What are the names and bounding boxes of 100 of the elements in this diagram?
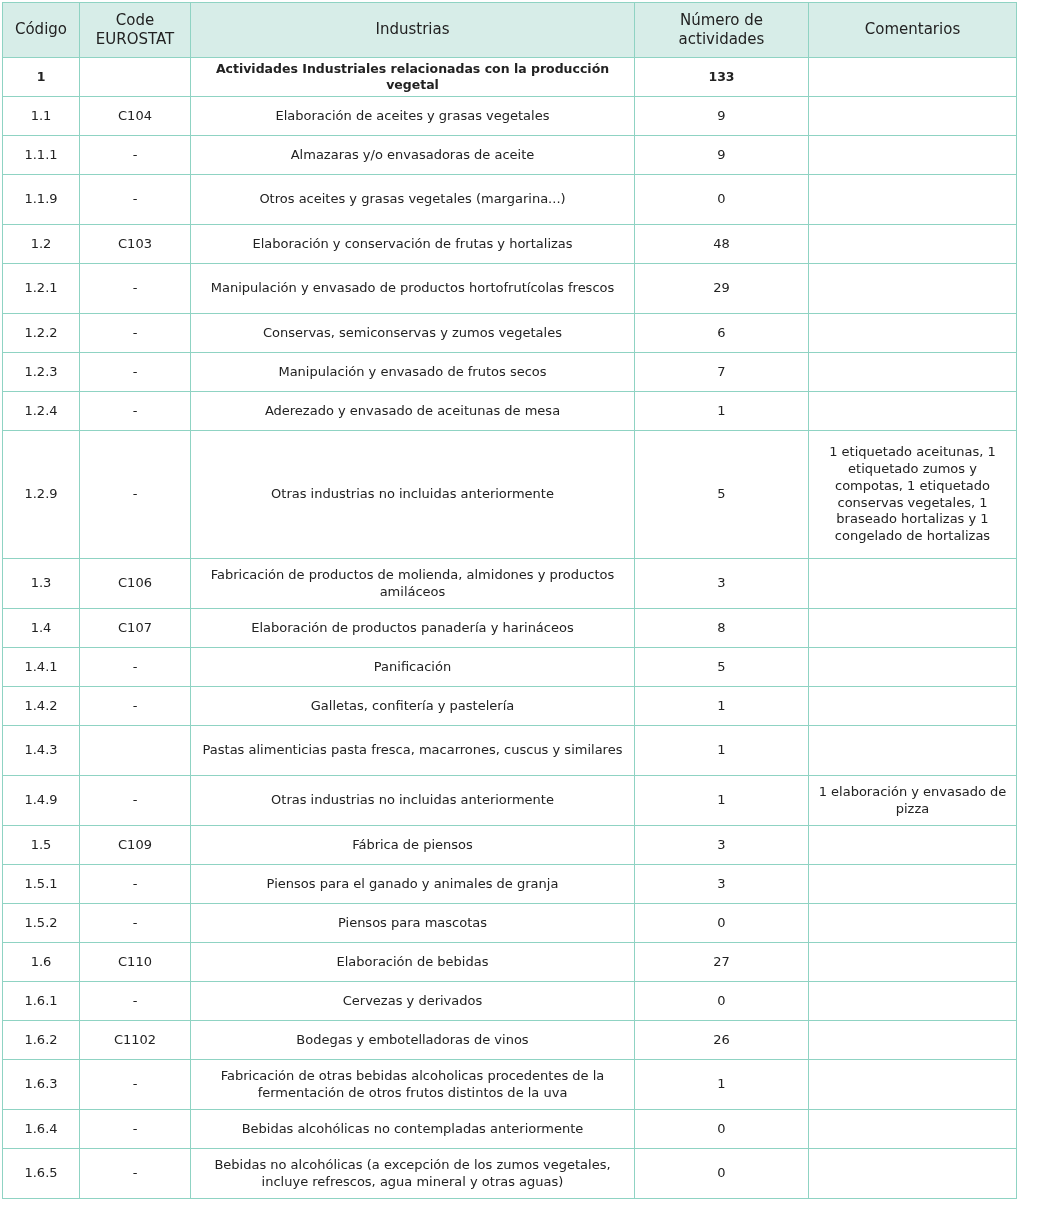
table-cell: 9	[634, 135, 809, 175]
table-cell: 29	[634, 263, 809, 314]
table-cell: Conservas, semiconservas y zumos vegetales	[190, 313, 635, 353]
table-cell: 0	[634, 903, 809, 943]
table-cell: -	[79, 686, 191, 726]
table-cell: C106	[79, 558, 191, 609]
table-cell: Pastas alimenticias pasta fresca, macarrones, cuscus y similares	[190, 725, 635, 776]
table-cell: 5	[634, 647, 809, 687]
table-cell: 1	[634, 391, 809, 431]
table-cell: Aderezado y envasado de aceitunas de mesa	[190, 391, 635, 431]
table-cell: C1102	[79, 1020, 191, 1060]
table-cell: Fabricación de otras bebidas alcoholicas procedentes de la fermentación de otros frutos distintos de la uva	[190, 1059, 635, 1110]
table-cell: C107	[79, 608, 191, 648]
table-cell: -	[79, 352, 191, 392]
table-cell: 1.2.4	[2, 391, 80, 431]
table-cell: Otras industrias no incluidas anteriormente	[190, 430, 635, 559]
table-cell: Actividades Industriales relacionadas con la producción vegetal	[190, 57, 635, 97]
table-cell: 1	[634, 725, 809, 776]
table-cell: Piensos para mascotas	[190, 903, 635, 943]
table-cell: -	[79, 981, 191, 1021]
table-cell: 1.6.3	[2, 1059, 80, 1110]
table-cell: 7	[634, 352, 809, 392]
table-cell: -	[79, 135, 191, 175]
table-cell: Cervezas y derivados	[190, 981, 635, 1021]
table-cell: 27	[634, 942, 809, 982]
table-cell: 8	[634, 608, 809, 648]
table-cell: -	[79, 903, 191, 943]
table-cell: Galletas, confitería y pastelería	[190, 686, 635, 726]
table-cell: 5	[634, 430, 809, 559]
table-cell: 0	[634, 1109, 809, 1149]
table-cell: 1.5.1	[2, 864, 80, 904]
table-cell: Bebidas no alcohólicas (a excepción de los zumos vegetales, incluye refrescos, agua mineral y otras aguas)	[190, 1148, 635, 1199]
table-cell: Elaboración de bebidas	[190, 942, 635, 982]
table-cell: Otros aceites y grasas vegetales (margarina...)	[190, 174, 635, 225]
table-cell: 1.6.1	[2, 981, 80, 1021]
table-cell: 1.1.1	[2, 135, 80, 175]
table-cell: -	[79, 391, 191, 431]
table-cell: -	[79, 174, 191, 225]
table-cell: 0	[634, 1148, 809, 1199]
table-cell: -	[79, 1059, 191, 1110]
column-header: Número de actividades	[634, 2, 809, 58]
column-header: Code EUROSTAT	[79, 2, 191, 58]
table-cell: C109	[79, 825, 191, 865]
table-cell: 1.2.3	[2, 352, 80, 392]
table-cell: 1.2.1	[2, 263, 80, 314]
table-cell: -	[79, 647, 191, 687]
table-cell: -	[79, 864, 191, 904]
table-cell: 3	[634, 825, 809, 865]
column-header: Industrias	[190, 2, 635, 58]
column-header: Comentarios	[808, 2, 1017, 58]
table-cell: 1.4.2	[2, 686, 80, 726]
column-header: Código	[2, 2, 80, 58]
table-cell: -	[79, 263, 191, 314]
table-cell: 1.2.2	[2, 313, 80, 353]
table-cell: Elaboración de productos panadería y harináceos	[190, 608, 635, 648]
table-cell: 0	[634, 174, 809, 225]
table-cell: Bebidas alcohólicas no contempladas anteriormente	[190, 1109, 635, 1149]
table-cell: Almazaras y/o envasadoras de aceite	[190, 135, 635, 175]
table-cell: -	[79, 430, 191, 559]
table-cell: C110	[79, 942, 191, 982]
table-cell: 1.4.9	[2, 775, 80, 826]
table-cell: 1.6.5	[2, 1148, 80, 1199]
table-cell: Otras industrias no incluidas anteriormente	[190, 775, 635, 826]
table-cell: 6	[634, 313, 809, 353]
table-cell: 1 elaboración y envasado de pizza	[808, 775, 1017, 826]
table-cell: -	[79, 775, 191, 826]
table-cell: 1.1.9	[2, 174, 80, 225]
table-cell: 1.4.1	[2, 647, 80, 687]
table-cell: 1.6	[2, 942, 80, 982]
table-cell: 1.5.2	[2, 903, 80, 943]
table-cell: 1.4	[2, 608, 80, 648]
table-cell: 3	[634, 558, 809, 609]
table-cell: 0	[634, 981, 809, 1021]
table-cell: Manipulación y envasado de productos hortofrutícolas frescos	[190, 263, 635, 314]
table-cell: Panificación	[190, 647, 635, 687]
table-cell: Elaboración y conservación de frutas y hortalizas	[190, 224, 635, 264]
table-cell: 1.6.4	[2, 1109, 80, 1149]
table-cell: 1.2	[2, 224, 80, 264]
table-cell: C104	[79, 96, 191, 136]
table-cell: 9	[634, 96, 809, 136]
table-cell: C103	[79, 224, 191, 264]
table-cell: Fábrica de piensos	[190, 825, 635, 865]
table-cell: 1.3	[2, 558, 80, 609]
table-cell: -	[79, 1148, 191, 1199]
table-cell: Elaboración de aceites y grasas vegetales	[190, 96, 635, 136]
table-cell: 1	[634, 1059, 809, 1110]
table-cell: -	[79, 1109, 191, 1149]
table-cell: 133	[634, 57, 809, 97]
table-cell: 1	[2, 57, 80, 97]
table-cell: Manipulación y envasado de frutos secos	[190, 352, 635, 392]
table-cell: 1.4.3	[2, 725, 80, 776]
table-cell: Piensos para el ganado y animales de granja	[190, 864, 635, 904]
table-cell: 1 etiquetado aceitunas, 1 etiquetado zumos y compotas, 1 etiquetado conservas vegetales, 1 braseado hortalizas y 1 congelado de hortalizas	[808, 430, 1017, 559]
table-cell: Bodegas y embotelladoras de vinos	[190, 1020, 635, 1060]
table-cell: Fabricación de productos de molienda, almidones y productos amiláceos	[190, 558, 635, 609]
table-cell: 26	[634, 1020, 809, 1060]
table-cell: 1.2.9	[2, 430, 80, 559]
table-cell: 1.5	[2, 825, 80, 865]
table-cell: -	[79, 313, 191, 353]
table-cell: 1.1	[2, 96, 80, 136]
